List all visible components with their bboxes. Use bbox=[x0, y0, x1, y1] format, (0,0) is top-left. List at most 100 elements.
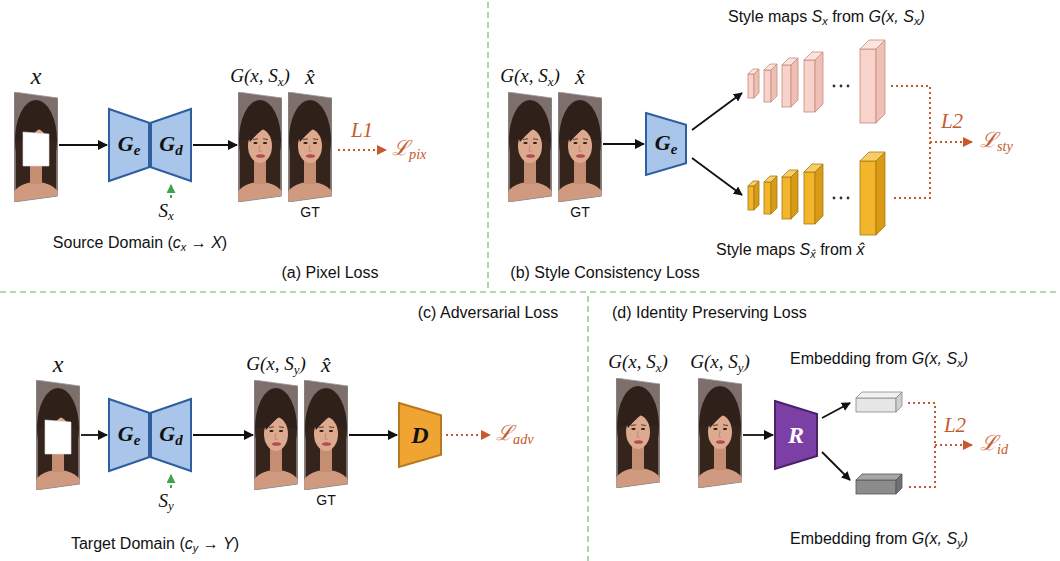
flow-arrow bbox=[349, 434, 397, 436]
text-run: x bbox=[656, 360, 662, 375]
text-run: (d) Identity Preserving Loss bbox=[612, 304, 807, 321]
text-run: id bbox=[997, 441, 1008, 457]
loss-name: ℒpix bbox=[392, 137, 426, 163]
text-run: R bbox=[788, 422, 804, 448]
loss-arrow bbox=[935, 444, 972, 446]
face-image bbox=[696, 378, 744, 500]
image-panel: G(x, Sy) bbox=[698, 378, 742, 488]
text-run: x̂ bbox=[575, 64, 585, 89]
text-run: ) bbox=[919, 8, 924, 25]
block-label: Gd bbox=[159, 132, 182, 159]
text-run: Source Domain ( bbox=[53, 234, 173, 251]
image-panel: G(x, Sx) bbox=[508, 92, 552, 202]
image-title: G(x, Sx) bbox=[230, 66, 290, 89]
text-run: y bbox=[738, 360, 744, 375]
dot bbox=[840, 197, 843, 200]
flow-arrow bbox=[81, 434, 107, 436]
ellipsis-dots bbox=[833, 85, 850, 200]
embedding-caption: Embedding from G(x, Sx) bbox=[790, 350, 968, 370]
text-run: ) bbox=[222, 234, 227, 251]
flow-arrow bbox=[193, 144, 237, 146]
image-title: x bbox=[31, 63, 42, 89]
feature-map bbox=[860, 49, 876, 123]
text-run: Y bbox=[223, 535, 234, 552]
divider-line bbox=[487, 2, 489, 288]
text-run: S bbox=[812, 8, 823, 25]
face-image bbox=[614, 378, 662, 500]
loss-name: ℒid bbox=[980, 432, 1008, 458]
dot bbox=[840, 85, 843, 88]
image-panel: G(x, Sx) bbox=[616, 378, 660, 488]
text-run: x̂ bbox=[305, 64, 315, 89]
flow-arrow bbox=[193, 434, 253, 436]
text-run: GT bbox=[570, 204, 589, 220]
text-run: c bbox=[185, 535, 193, 552]
image-panel: G(x, Sy) bbox=[254, 380, 298, 490]
face-image bbox=[286, 92, 334, 214]
panel-caption: (d) Identity Preserving Loss bbox=[612, 304, 807, 322]
text-run: ) bbox=[661, 351, 667, 372]
text-run: G(x, S bbox=[912, 530, 957, 547]
text-run: x bbox=[31, 63, 42, 89]
embedding-vector bbox=[896, 474, 902, 494]
image-title: x̂ bbox=[575, 65, 585, 89]
feature-map bbox=[771, 176, 777, 214]
text-run: e bbox=[134, 142, 141, 158]
text-run: y bbox=[957, 537, 962, 549]
feature-map bbox=[791, 170, 798, 219]
text-run: L2 bbox=[944, 413, 966, 437]
image-title: G(x, Sy) bbox=[246, 354, 306, 377]
arrow bbox=[692, 93, 742, 130]
text-run: G(x, S bbox=[690, 351, 737, 372]
text-run: x bbox=[822, 15, 827, 27]
text-run: adv bbox=[513, 431, 534, 447]
domain-caption: Target Domain (cy → Y) bbox=[71, 535, 239, 555]
style-arrow bbox=[170, 185, 172, 198]
text-run: e bbox=[134, 432, 141, 448]
block-label: Ge bbox=[118, 422, 141, 449]
embedding-vector bbox=[856, 398, 896, 412]
divider-line bbox=[587, 296, 589, 561]
text-run: D bbox=[411, 422, 428, 448]
network-block: Gd bbox=[150, 398, 192, 472]
text-run: x bbox=[53, 351, 64, 377]
embedding-vector bbox=[856, 474, 902, 480]
loss-name: ℒadv bbox=[496, 422, 534, 448]
text-run: G(x, S bbox=[246, 353, 293, 374]
text-run: G bbox=[159, 131, 175, 156]
image-title: G(x, Sy) bbox=[690, 352, 750, 375]
text-run: y bbox=[294, 362, 300, 377]
text-run: L1 bbox=[351, 118, 373, 142]
text-run: G(x, S bbox=[230, 65, 277, 86]
feature-map bbox=[782, 177, 791, 219]
image-panel: x̂GT bbox=[288, 92, 332, 202]
embeddings bbox=[856, 392, 902, 494]
feature-map bbox=[876, 40, 885, 123]
text-run: ) bbox=[963, 530, 968, 547]
text-run: e bbox=[671, 141, 678, 157]
loss-name: ℒsty bbox=[980, 129, 1013, 155]
text-run: GT bbox=[300, 204, 319, 220]
text-run: G(x, S bbox=[869, 8, 914, 25]
text-run: x bbox=[168, 208, 174, 223]
text-run: x bbox=[181, 241, 186, 253]
text-run: GT bbox=[316, 492, 335, 508]
text-run: (c) Adversarial Loss bbox=[418, 304, 559, 321]
text-run: from bbox=[828, 8, 869, 25]
text-run: ) bbox=[234, 535, 239, 552]
text-run: Embedding from bbox=[790, 530, 912, 547]
feature-map bbox=[876, 152, 885, 235]
feature-map bbox=[754, 69, 759, 98]
loss-arrow bbox=[338, 149, 386, 151]
text-run: ℒ bbox=[392, 136, 409, 160]
embedding-vector bbox=[856, 392, 902, 398]
dot bbox=[833, 197, 836, 200]
image-panel: x̂GT bbox=[558, 92, 602, 202]
dot bbox=[847, 85, 850, 88]
text-run: x bbox=[914, 15, 919, 27]
trapezoid bbox=[646, 113, 686, 175]
norm-label: L2 bbox=[941, 110, 963, 133]
image-title: G(x, Sx) bbox=[500, 66, 560, 89]
text-run: y bbox=[193, 542, 198, 554]
